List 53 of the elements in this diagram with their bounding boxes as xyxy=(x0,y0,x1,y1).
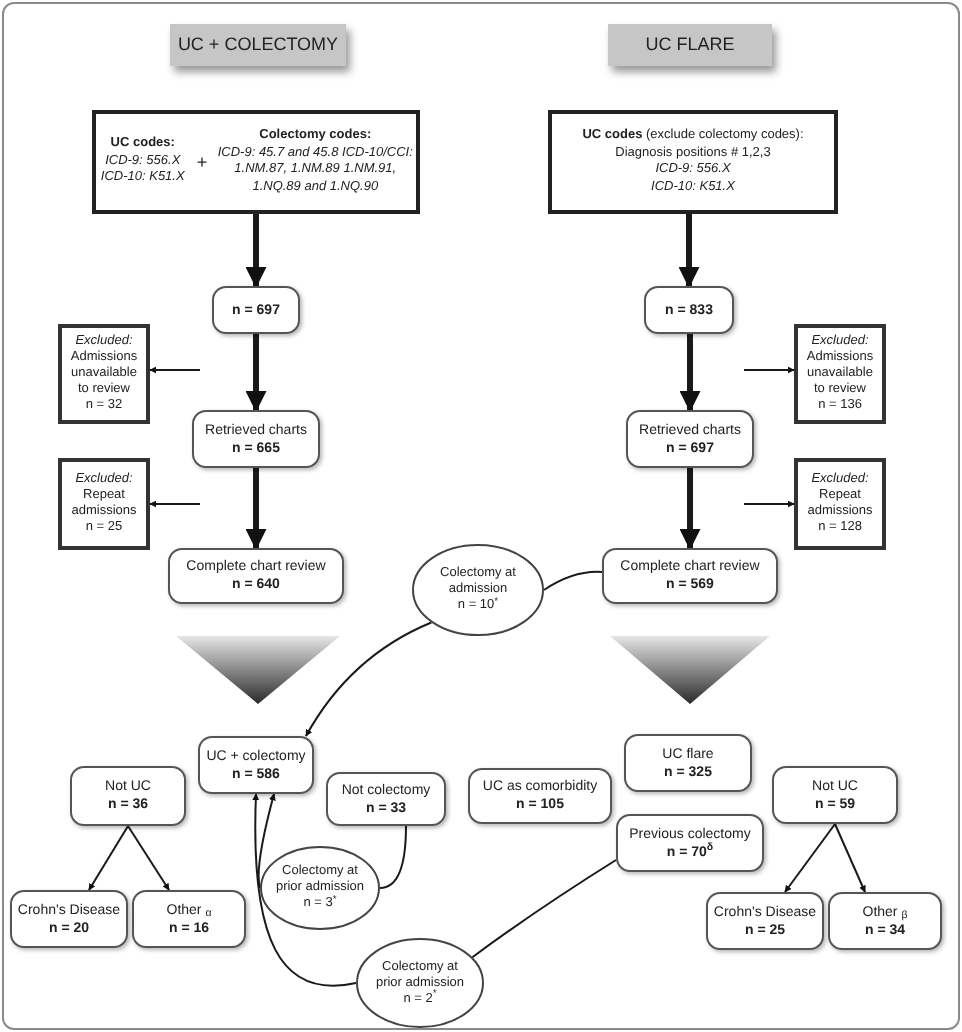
ellipse-node xyxy=(356,938,484,1028)
arrow xyxy=(245,334,267,413)
connector-line xyxy=(543,570,603,591)
arrow xyxy=(679,468,701,551)
heading-text: UC + COLECTOMY xyxy=(177,31,339,58)
arrow xyxy=(245,214,267,289)
criteria-text: + xyxy=(194,153,210,171)
process-box xyxy=(132,890,246,948)
arrow xyxy=(149,500,201,508)
connector-line xyxy=(379,825,407,889)
exclusion-box xyxy=(794,458,886,550)
exclusion-box xyxy=(58,324,150,424)
process-box xyxy=(10,890,128,948)
process-box xyxy=(192,410,320,468)
heading-box xyxy=(608,24,772,66)
ellipse-node xyxy=(260,846,380,930)
process-box xyxy=(326,772,446,826)
process-box xyxy=(168,548,344,604)
process-box xyxy=(644,286,734,334)
arrow xyxy=(252,793,357,987)
arrow xyxy=(257,793,276,889)
arrow xyxy=(743,500,795,508)
arrow xyxy=(834,823,866,893)
process-box xyxy=(828,892,942,950)
arrow xyxy=(678,214,700,289)
criteria-box xyxy=(92,110,420,214)
funnel-triangle xyxy=(176,636,340,704)
arrow xyxy=(127,825,170,891)
arrow xyxy=(245,468,267,551)
arrow xyxy=(743,366,795,374)
heading-text: UC FLARE xyxy=(645,31,735,58)
process-box xyxy=(468,768,612,824)
process-box xyxy=(198,736,314,794)
process-box xyxy=(626,410,754,468)
exclusion-box xyxy=(58,458,150,550)
ellipse-node xyxy=(412,544,544,636)
process-box xyxy=(772,766,898,824)
process-box xyxy=(706,892,824,950)
arrow xyxy=(784,823,836,893)
criteria-box xyxy=(548,110,838,214)
process-box xyxy=(616,814,764,872)
process-box xyxy=(624,734,752,792)
funnel-triangle xyxy=(610,636,770,704)
arrow xyxy=(88,825,129,891)
process-box xyxy=(602,548,778,604)
exclusion-box xyxy=(794,324,886,424)
connector-line xyxy=(471,859,617,959)
process-box xyxy=(212,286,300,334)
arrow xyxy=(679,334,701,413)
heading-box xyxy=(170,24,346,66)
arrow xyxy=(149,366,201,374)
arrow xyxy=(305,621,433,737)
process-box xyxy=(70,766,186,826)
